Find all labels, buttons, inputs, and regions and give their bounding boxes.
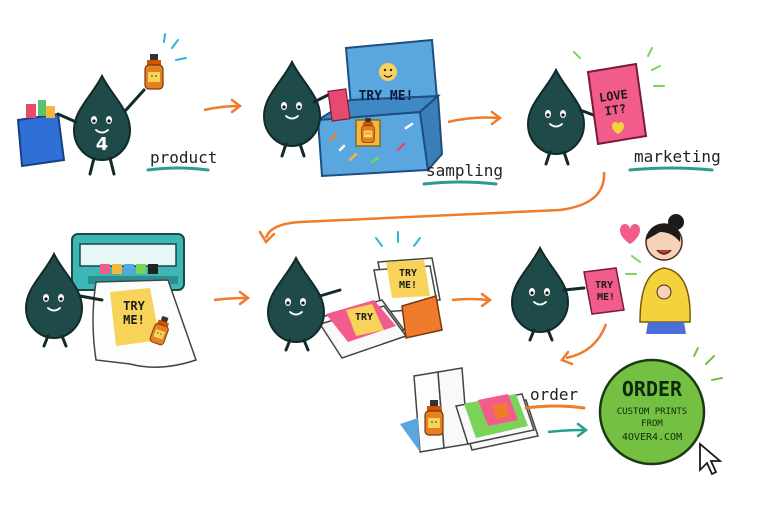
smiley-icon (379, 63, 397, 81)
mascot-badge: 4 (96, 134, 109, 155)
flyer-line2: IT? (604, 102, 627, 119)
sparkle-icon (693, 347, 723, 381)
label-product: product (150, 148, 217, 167)
sparkle-icon (163, 33, 187, 61)
cta-line3: 4OVER4.COM (622, 432, 682, 443)
heart-icon (612, 122, 624, 134)
step-sampling: TRY ME! sampling (263, 38, 503, 186)
box-sign-text: TRY ME! (359, 89, 414, 104)
print-sheet-line1: TRY (123, 299, 145, 313)
arrow-icon (203, 104, 239, 112)
customer (620, 214, 691, 334)
hand-card-line1: TRY (595, 280, 613, 291)
arrow-icon (213, 296, 247, 302)
stack-card-line2: ME! (399, 280, 417, 291)
order-cta[interactable]: ORDER CUSTOM PRINTS FROM 4OVER4.COM (598, 358, 706, 466)
flyer: LOVE IT? (586, 62, 648, 146)
label-order: order (530, 385, 579, 404)
mascot-drop (527, 69, 598, 166)
label-marketing: marketing (634, 147, 721, 166)
bottle-icon (144, 53, 164, 90)
mascot-drop: 4 (56, 75, 146, 176)
heart-icon (620, 224, 640, 244)
arrow-icon (451, 297, 489, 302)
cursor-icon (699, 442, 723, 476)
flyer-line1: LOVE (598, 87, 629, 105)
underline (628, 166, 714, 172)
underline (146, 166, 210, 172)
sparkle-icon (625, 255, 641, 275)
hand-card: TRY ME! (583, 267, 625, 315)
mascot-drop (511, 247, 586, 342)
print-stack: TRY ME! TRY (316, 257, 443, 359)
printer-icon (71, 233, 185, 291)
mascot-drop (25, 253, 104, 348)
stack-card-overlay: TRY (355, 312, 373, 323)
underline (524, 404, 586, 410)
underline (422, 180, 498, 186)
label-sampling: sampling (426, 161, 503, 180)
print-sheet: TRY ME! (92, 279, 197, 368)
arrow-icon (264, 171, 606, 239)
print-sheet-line2: ME! (123, 313, 145, 327)
stack-card-line1: TRY (399, 268, 417, 279)
cta-line2: FROM (641, 419, 663, 429)
sample-box: TRY ME! (316, 38, 444, 178)
shopping-bag-icon (16, 100, 66, 168)
arrow-icon (565, 323, 608, 360)
step-marketing: LOVE IT? marketing (527, 47, 721, 172)
hand-card-line2: ME! (597, 292, 615, 303)
mascot-drop (267, 257, 342, 352)
cta-title: ORDER (622, 377, 683, 401)
arrow-icon (547, 428, 585, 434)
order-prints (400, 367, 539, 453)
arrow-icon (447, 116, 499, 124)
sparkle-icon (375, 231, 421, 247)
step-product: 4 product (16, 33, 217, 176)
cta-line1: CUSTOM PRINTS (617, 407, 687, 417)
sparkle-icon (573, 47, 665, 87)
